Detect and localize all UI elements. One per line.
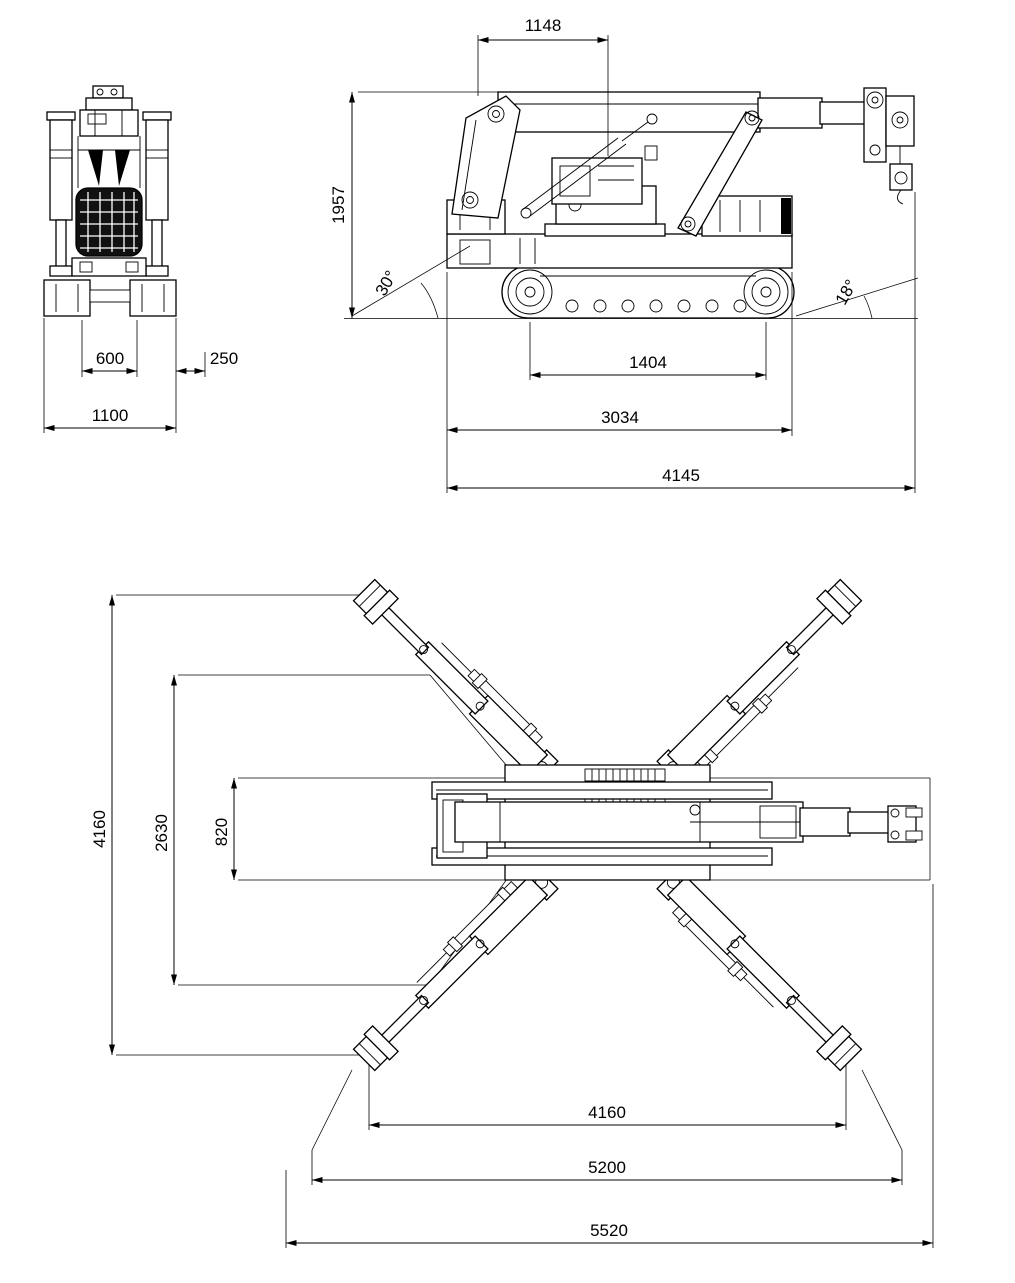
dimension-2630: 2630 (152, 675, 177, 985)
dimension-1404: 1404 (529, 322, 767, 380)
dimension-4160-vertical: 4160 (90, 595, 115, 1055)
hook-block (889, 163, 913, 191)
dimension-label-820: 820 (212, 818, 231, 846)
dimension-250: 250 (176, 349, 238, 377)
dimension-label-3034: 3034 (601, 408, 639, 427)
plan-view: 4160 2630 820 4160 5200 5520 (90, 572, 934, 1248)
dimension-label-600: 600 (96, 349, 124, 368)
front-view-machine (43, 85, 177, 317)
front-winch (92, 85, 124, 99)
dimension-label-5520: 5520 (590, 1221, 628, 1240)
dimension-label-1957: 1957 (329, 186, 348, 224)
outrigger-rear-left (346, 859, 560, 1074)
boom-head (863, 87, 915, 205)
engine-dark-panel (781, 198, 791, 234)
dimension-1100: 1100 (43, 318, 177, 433)
outrigger-front-left (350, 572, 565, 786)
outrigger-front-right (655, 576, 869, 791)
dimension-4160-horizontal: 4160 (368, 1065, 847, 1130)
dimension-label-4145: 4145 (662, 466, 700, 485)
side-boom-assembly (451, 87, 915, 237)
dimension-label-1404: 1404 (629, 353, 667, 372)
dimension-1957: 1957 (329, 91, 504, 318)
plan-machine-body (431, 764, 923, 881)
front-right-leg (142, 111, 172, 277)
plan-boom-head (887, 805, 923, 843)
front-base-tracks (43, 279, 177, 317)
side-track-assembly (501, 265, 795, 319)
side-view: 1148 1957 30° 18° 1404 3034 (329, 16, 919, 493)
plan-boom (454, 801, 923, 843)
dimension-label-5200: 5200 (588, 1158, 626, 1177)
dimension-label-4160-horizontal: 4160 (588, 1103, 626, 1122)
lift-plate (451, 95, 521, 219)
front-grille (75, 187, 143, 257)
outrigger-rear-right (650, 864, 865, 1078)
dimension-1148: 1148 (477, 16, 609, 156)
angle-label-30: 30° (372, 267, 401, 299)
front-dark-bracket-left (88, 150, 103, 186)
side-view-machine (344, 87, 918, 319)
engine-housing (701, 195, 793, 237)
dimension-label-250: 250 (210, 349, 238, 368)
dimension-4145: 4145 (447, 192, 916, 493)
control-box (551, 157, 643, 205)
dimension-600: 600 (81, 320, 138, 377)
front-left-leg (46, 111, 76, 277)
dimension-3034: 3034 (446, 272, 793, 493)
dimension-5200: 5200 (311, 1150, 903, 1185)
front-dark-bracket-right (115, 150, 130, 186)
dimension-5520: 5520 (285, 884, 934, 1248)
link-arm (677, 111, 763, 237)
dimension-label-1148: 1148 (525, 16, 562, 35)
plan-tracks (431, 781, 773, 866)
hook-icon (897, 189, 904, 205)
front-view: 600 250 1100 (43, 85, 238, 433)
angle-18-degrees: 18° (795, 276, 919, 319)
angle-30-degrees: 30° (351, 245, 471, 319)
dimension-label-4160-vertical: 4160 (90, 810, 109, 848)
side-chassis (446, 195, 793, 269)
dimension-820: 820 (212, 778, 237, 880)
dimension-label-1100: 1100 (92, 406, 129, 425)
dimension-label-2630: 2630 (152, 814, 171, 852)
